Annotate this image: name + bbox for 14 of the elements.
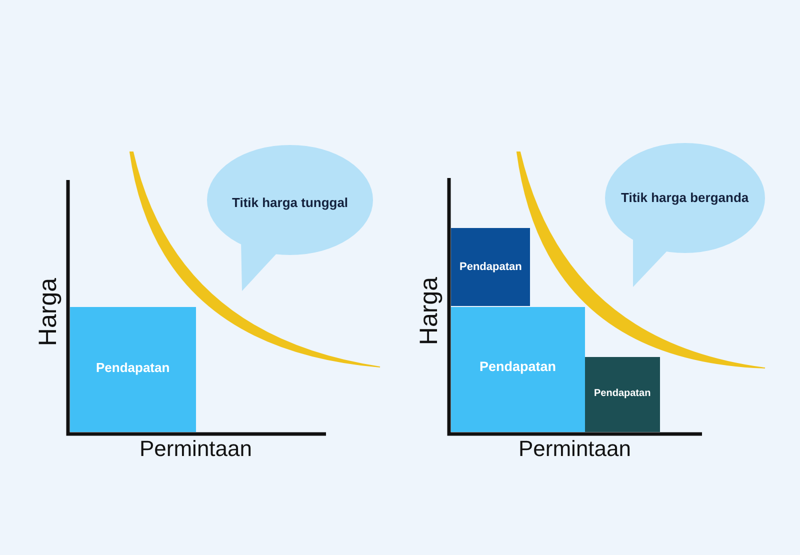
bubble-text: Titik harga berganda [621, 190, 749, 206]
block-label: Pendapatan [594, 388, 651, 400]
block-label: Pendapatan [480, 359, 556, 375]
axis-label: Permintaan [140, 437, 252, 462]
axis-label: Permintaan [518, 437, 632, 462]
block-label: Pendapatan [96, 360, 170, 376]
revenue-block [70, 307, 196, 432]
block-label: Pendapatan [460, 260, 522, 274]
axis-label: Harga [416, 277, 444, 346]
revenue-block [585, 357, 660, 432]
axis-label: Harga [35, 278, 62, 346]
revenue-block [451, 228, 530, 306]
bubble-text: Titik harga tunggal [232, 196, 348, 210]
revenue-block [451, 307, 585, 432]
